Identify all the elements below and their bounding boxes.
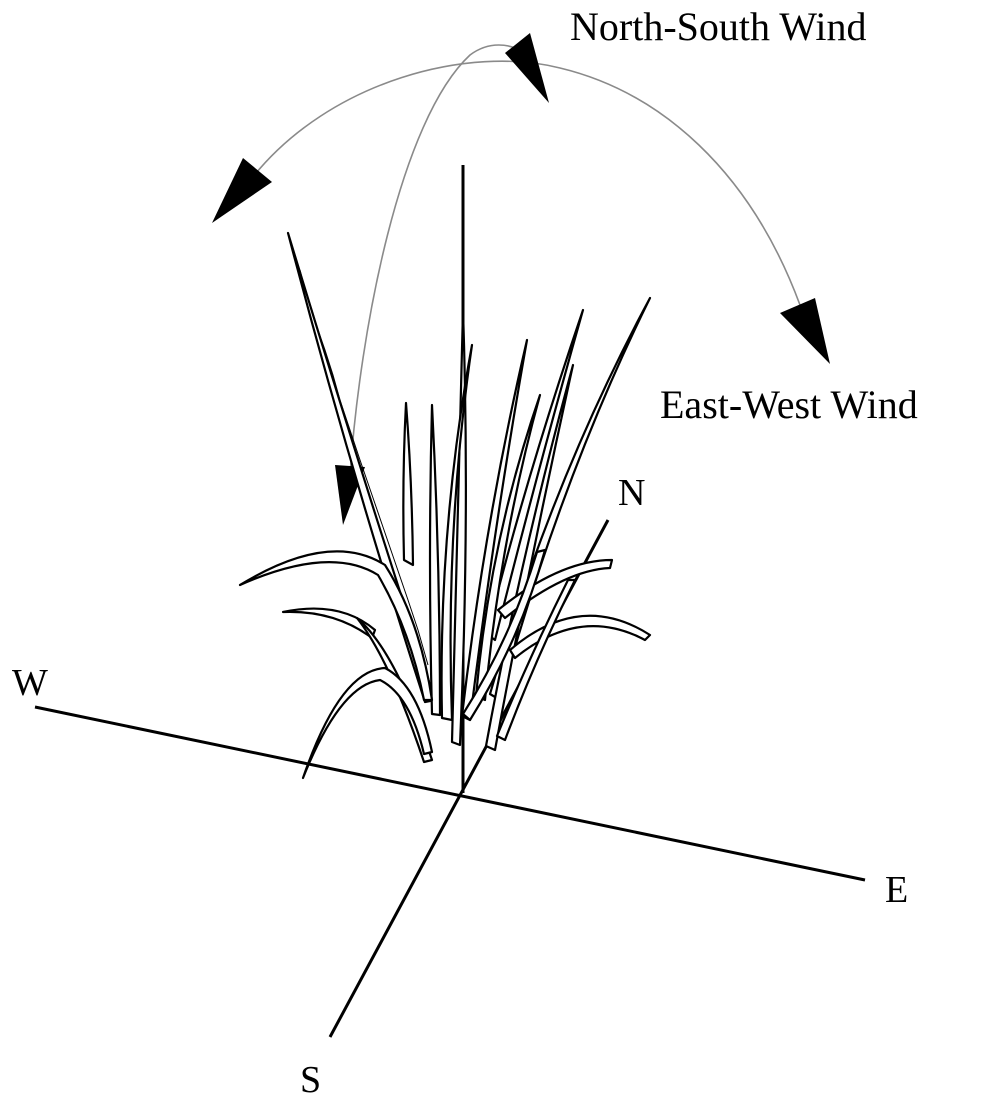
east-west-wind-arc bbox=[251, 60, 801, 306]
west-arrowhead bbox=[212, 158, 272, 223]
leaf bbox=[496, 558, 614, 620]
leaf bbox=[484, 363, 575, 752]
leaf bbox=[495, 578, 577, 742]
leaf bbox=[238, 550, 434, 702]
east-arrowhead bbox=[780, 298, 830, 364]
west-east-axis bbox=[34, 705, 866, 882]
north-south-wind-label: North-South Wind bbox=[570, 4, 867, 49]
leaf bbox=[301, 666, 434, 780]
leaf-mesh bbox=[299, 269, 429, 666]
east-west-wind-label: East-West Wind bbox=[660, 382, 918, 427]
leaf bbox=[461, 548, 547, 722]
leaf bbox=[402, 401, 415, 567]
south-label: S bbox=[300, 1059, 321, 1097]
north-arrowhead bbox=[505, 33, 549, 103]
leaf bbox=[440, 343, 474, 722]
leaf bbox=[281, 607, 377, 640]
west-label: W bbox=[12, 662, 48, 704]
leaf bbox=[355, 616, 434, 764]
east-label: E bbox=[885, 869, 908, 911]
wind-arcs bbox=[212, 33, 830, 525]
leaf bbox=[508, 614, 652, 660]
plant bbox=[238, 231, 652, 780]
north-label: N bbox=[618, 472, 645, 514]
north-south-wind-arc bbox=[349, 44, 521, 476]
leaf bbox=[428, 403, 442, 717]
